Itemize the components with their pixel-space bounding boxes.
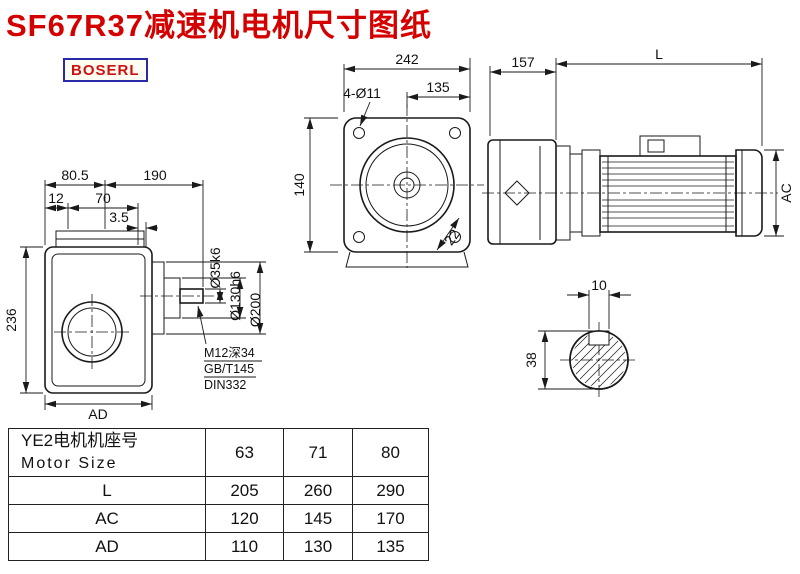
flange-dia-dim: Ø130h6 — [227, 271, 243, 321]
standard-note-2: DIN332 — [204, 378, 246, 392]
spec-table: YE2电机机座号 Motor Size 63 71 80 L 205 260 2… — [8, 428, 429, 561]
front-view-dimensions: 242 135 4-Ø11 140 22 — [291, 51, 471, 253]
keyway-slot — [588, 330, 610, 346]
flange-outline — [343, 117, 471, 253]
motor-height-dim: AC — [778, 183, 794, 202]
motor-body — [599, 155, 737, 233]
shaft-dia-dim: Ø35k6 — [207, 247, 223, 288]
housing-outline — [44, 246, 153, 394]
AC-value-63: 120 — [205, 504, 284, 533]
gearbox-side-view: 80.5 190 12 70 3.5 236 — [3, 167, 266, 422]
AD-value-80: 135 — [352, 532, 429, 561]
standard-note-1: GB/T145 — [204, 362, 254, 376]
motor-size-header-en: Motor Size — [21, 455, 118, 473]
front-boltholes-label: 4-Ø11 — [343, 85, 381, 101]
keyway-width-dim: 10 — [591, 277, 607, 293]
motor-view-dimensions: 157 L AC — [489, 46, 794, 237]
table-header-row: YE2电机机座号 Motor Size 63 71 80 — [8, 428, 429, 477]
AD-value-71: 130 — [283, 532, 353, 561]
gearbox-body — [487, 139, 557, 245]
table-row: L 205 260 290 — [8, 476, 429, 505]
shaft-section-dimensions: 10 38 — [523, 277, 631, 390]
row-label-AC: AC — [8, 504, 206, 533]
bolt-hole — [353, 127, 365, 139]
tap-note: M12深34 — [204, 346, 255, 360]
shaft-boss — [163, 277, 181, 319]
L-value-63: 205 — [205, 476, 284, 505]
bolt-hole — [449, 127, 461, 139]
terminal-box — [639, 135, 701, 157]
AC-value-80: 170 — [352, 504, 429, 533]
side-dim-c: 12 — [48, 190, 64, 206]
side-view-dimensions: 80.5 190 12 70 3.5 236 — [3, 167, 266, 422]
side-dim-b: 190 — [143, 167, 167, 183]
shaft-diameter-dim: 38 — [523, 352, 539, 368]
AC-value-71: 145 — [283, 504, 353, 533]
AD-value-63: 110 — [205, 532, 284, 561]
front-width-dim: 242 — [395, 51, 419, 67]
table-row: AD 110 130 135 — [8, 532, 429, 561]
L-value-80: 290 — [352, 476, 429, 505]
bolt-hole — [353, 231, 365, 243]
table-row: AC 120 145 170 — [8, 504, 429, 533]
motor-size-header-zh: YE2电机机座号 — [21, 431, 139, 451]
brand-label: BOSERL — [71, 61, 140, 79]
side-dim-e: 3.5 — [109, 209, 129, 225]
diamond-symbol — [504, 180, 530, 206]
front-height-dim: 140 — [291, 173, 307, 197]
side-height-dim: 236 — [3, 308, 19, 332]
row-label-AD: AD — [8, 532, 206, 561]
side-dim-d: 70 — [95, 190, 111, 206]
front-flange-dim: 135 — [426, 79, 450, 95]
brand-badge: BOSERL — [63, 58, 148, 82]
frame-size-71: 71 — [283, 428, 353, 477]
front-view: 242 135 4-Ø11 140 22 — [291, 51, 484, 268]
flange-pilot-circle — [359, 137, 455, 233]
motor-side-view: 157 L AC — [482, 46, 794, 245]
L-value-71: 260 — [283, 476, 353, 505]
outer-dia-dim: Ø200 — [247, 293, 263, 327]
fan-cover — [735, 149, 763, 237]
gearbox-length-dim: 157 — [511, 54, 535, 70]
input-flange — [151, 261, 165, 335]
motor-size-header: YE2电机机座号 Motor Size — [8, 428, 206, 477]
side-width-dim: AD — [88, 406, 107, 422]
row-label-L: L — [8, 476, 206, 505]
shaft-section-view: 10 38 — [523, 277, 638, 398]
page-title: SF67R37减速机电机尺寸图纸 — [6, 8, 432, 43]
side-dim-a: 80.5 — [61, 167, 88, 183]
housing-base — [345, 251, 469, 268]
motor-length-dim: L — [655, 46, 663, 62]
front-chamfer-dim: 22 — [441, 226, 463, 248]
frame-size-80: 80 — [352, 428, 429, 477]
motor-fins — [602, 161, 734, 227]
frame-size-63: 63 — [205, 428, 284, 477]
